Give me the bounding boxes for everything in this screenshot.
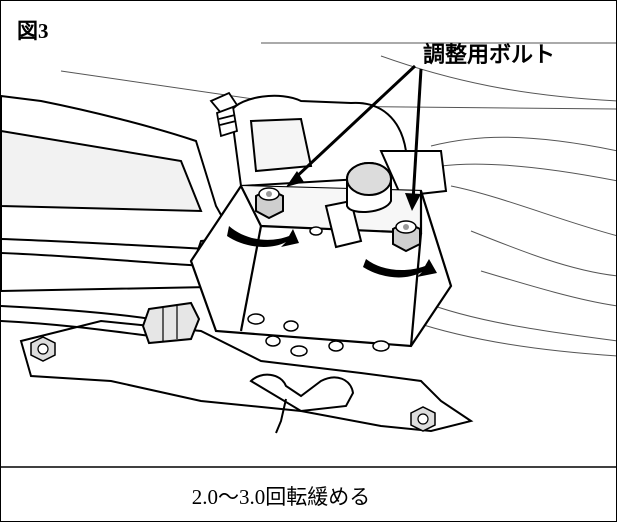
rotation-arrow-right-icon (363, 259, 437, 278)
center-plunger (324, 162, 392, 249)
bleeder-nipple (209, 91, 239, 138)
base-bolt-left (30, 336, 56, 362)
callout-arrows (292, 64, 423, 202)
adjusting-bolt-right-icon (392, 220, 421, 253)
callout-arrow-left-icon (286, 171, 304, 187)
adjusting-bolt-left-icon (255, 187, 284, 220)
base-plate (19, 319, 474, 434)
pipe-fitting-lower (141, 301, 201, 345)
base-bolt-right (410, 406, 436, 432)
callout-label: 調整用ボルト (423, 42, 556, 67)
brake-pipes (1, 238, 207, 337)
figure-caption: 2.0〜3.0回転緩める (191, 485, 371, 509)
mechanism-illustration (1, 42, 616, 468)
rotation-arrow-left-icon (227, 226, 299, 247)
callout-arrow-right-icon (405, 193, 421, 211)
background-frame (60, 42, 616, 357)
valve-holes (247, 226, 390, 357)
figure-label: 図3 (17, 19, 49, 43)
